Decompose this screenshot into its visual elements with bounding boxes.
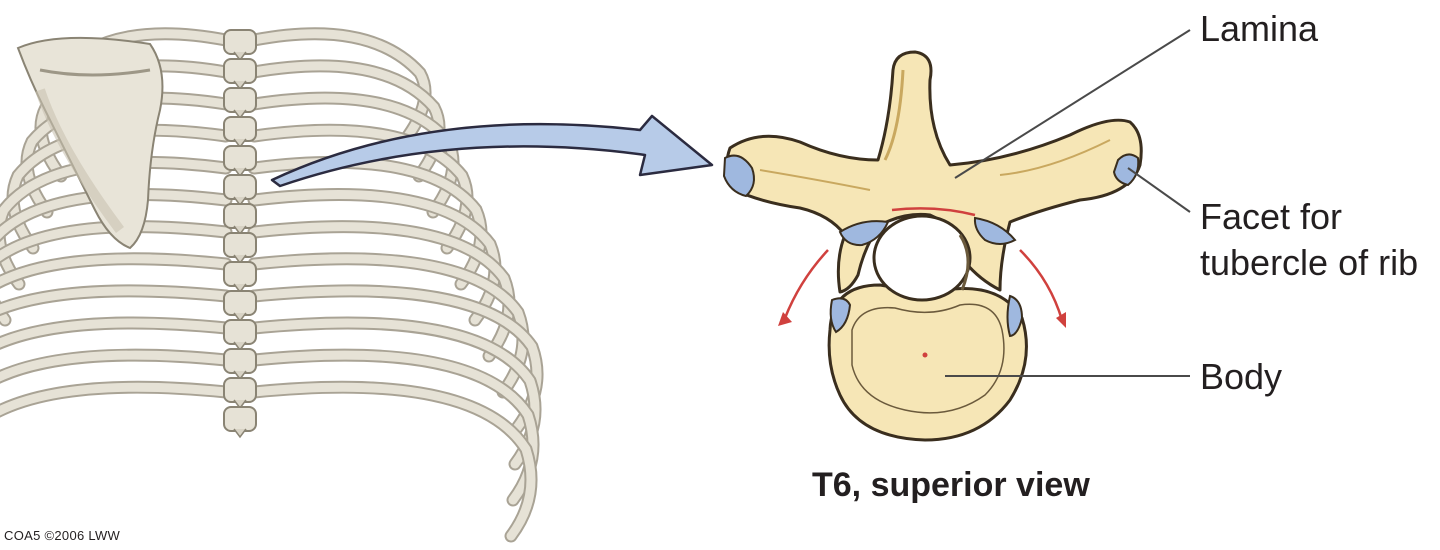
vertebra xyxy=(223,116,257,142)
articular-facets xyxy=(722,153,1140,338)
rib xyxy=(247,348,540,507)
leader-facet xyxy=(1127,167,1191,213)
ribs xyxy=(0,27,544,543)
vertebra xyxy=(223,87,257,113)
rib xyxy=(0,350,231,382)
rib xyxy=(0,380,233,418)
rib xyxy=(247,380,538,543)
vertebra xyxy=(223,319,257,345)
rib xyxy=(0,254,231,287)
spinous-process xyxy=(233,428,247,439)
motion-arrows xyxy=(783,207,1064,321)
copyright-credit: COA5 ©2006 LWW xyxy=(4,528,121,543)
vertebral-arch xyxy=(725,50,1143,294)
rib xyxy=(249,382,536,541)
vertebra xyxy=(223,58,257,84)
t6-vertebra xyxy=(722,50,1143,442)
vertebra xyxy=(223,29,257,55)
pointer-arrow xyxy=(270,114,714,188)
vertebra xyxy=(223,203,257,229)
rib xyxy=(249,29,430,145)
label-facet-line-1: Facet for xyxy=(1200,196,1343,237)
vertebral-body xyxy=(827,283,1028,442)
rib xyxy=(249,254,528,397)
label-lamina: Lamina xyxy=(1200,8,1319,49)
vertebral-foramen xyxy=(872,214,972,302)
figure-caption: T6, superior view xyxy=(812,466,1090,504)
vertebra xyxy=(223,377,257,403)
rib-cage-illustration xyxy=(0,27,544,543)
vertebra xyxy=(223,406,257,432)
rib xyxy=(0,348,233,384)
rib xyxy=(0,286,231,315)
label-body: Body xyxy=(1200,356,1283,397)
vertebra xyxy=(223,290,257,316)
vertebra xyxy=(223,348,257,374)
vertebra xyxy=(223,145,257,171)
leader-lines xyxy=(945,29,1191,377)
vertebral-column xyxy=(223,29,257,439)
label-facet-for-tubercle-of-rib: Facet for tubercle of rib xyxy=(1200,194,1418,286)
vertebra xyxy=(223,261,257,287)
label-facet-line-2: tubercle of rib xyxy=(1200,242,1419,283)
vertebra xyxy=(223,174,257,200)
rib xyxy=(0,318,231,348)
rib xyxy=(0,382,231,416)
vertebra xyxy=(223,232,257,258)
leader-lamina xyxy=(954,29,1191,179)
